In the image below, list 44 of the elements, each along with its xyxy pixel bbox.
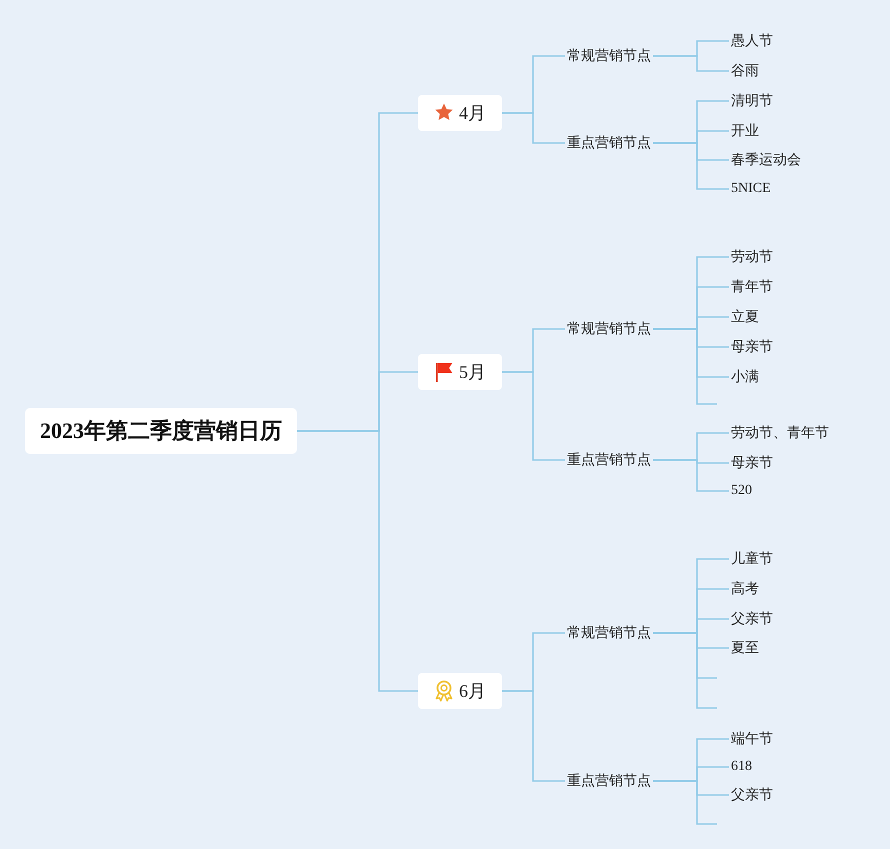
subtopic-label: 重点营销节点 <box>565 449 653 471</box>
leaf-label: 夏至 <box>729 637 761 659</box>
subtopic-label: 常规营销节点 <box>565 45 653 67</box>
leaf-label: 劳动节 <box>729 246 775 268</box>
leaf-label: 618 <box>729 757 754 777</box>
leaf-label: 开业 <box>729 120 761 142</box>
leaf-label: 母亲节 <box>729 452 775 474</box>
leaf-label: 谷雨 <box>729 60 761 82</box>
leaf-label: 520 <box>729 481 754 501</box>
leaf-label: 小满 <box>729 366 761 388</box>
leaf-label: 劳动节、青年节 <box>729 422 831 444</box>
connector-line <box>653 459 729 492</box>
connector-line <box>502 112 565 144</box>
topic-box <box>418 354 502 390</box>
connector-line <box>502 371 565 461</box>
connector-line <box>653 55 729 72</box>
leaf-label: 父亲节 <box>729 784 775 806</box>
leaf-label: 5NICE <box>729 179 773 199</box>
connector-line <box>653 632 717 709</box>
connector-line <box>653 328 717 405</box>
connector-line <box>653 142 729 190</box>
topic-box <box>418 95 502 131</box>
leaf-label: 青年节 <box>729 276 775 298</box>
connector-line <box>502 690 565 782</box>
leaf-label: 春季运动会 <box>729 149 803 171</box>
subtopic-label: 常规营销节点 <box>565 318 653 340</box>
subtopic-label: 重点营销节点 <box>565 132 653 154</box>
leaf-label: 清明节 <box>729 90 775 112</box>
topic-box <box>418 673 502 709</box>
leaf-label: 母亲节 <box>729 336 775 358</box>
topic-label: 6月 <box>459 680 486 703</box>
leaf-label: 端午节 <box>729 728 775 750</box>
leaf-label: 立夏 <box>729 306 761 328</box>
central-topic-box: 2023年第二季度营销日历 <box>25 408 297 454</box>
leaf-label: 父亲节 <box>729 608 775 630</box>
connector-line <box>297 430 418 692</box>
subtopic-label: 重点营销节点 <box>565 770 653 792</box>
subtopic-label: 常规营销节点 <box>565 622 653 644</box>
topic-label: 5月 <box>459 361 486 384</box>
leaf-label: 儿童节 <box>729 548 775 570</box>
leaf-label: 愚人节 <box>729 30 775 52</box>
topic-label: 4月 <box>459 102 486 125</box>
leaf-label: 高考 <box>729 578 761 600</box>
connector-line <box>653 780 717 825</box>
